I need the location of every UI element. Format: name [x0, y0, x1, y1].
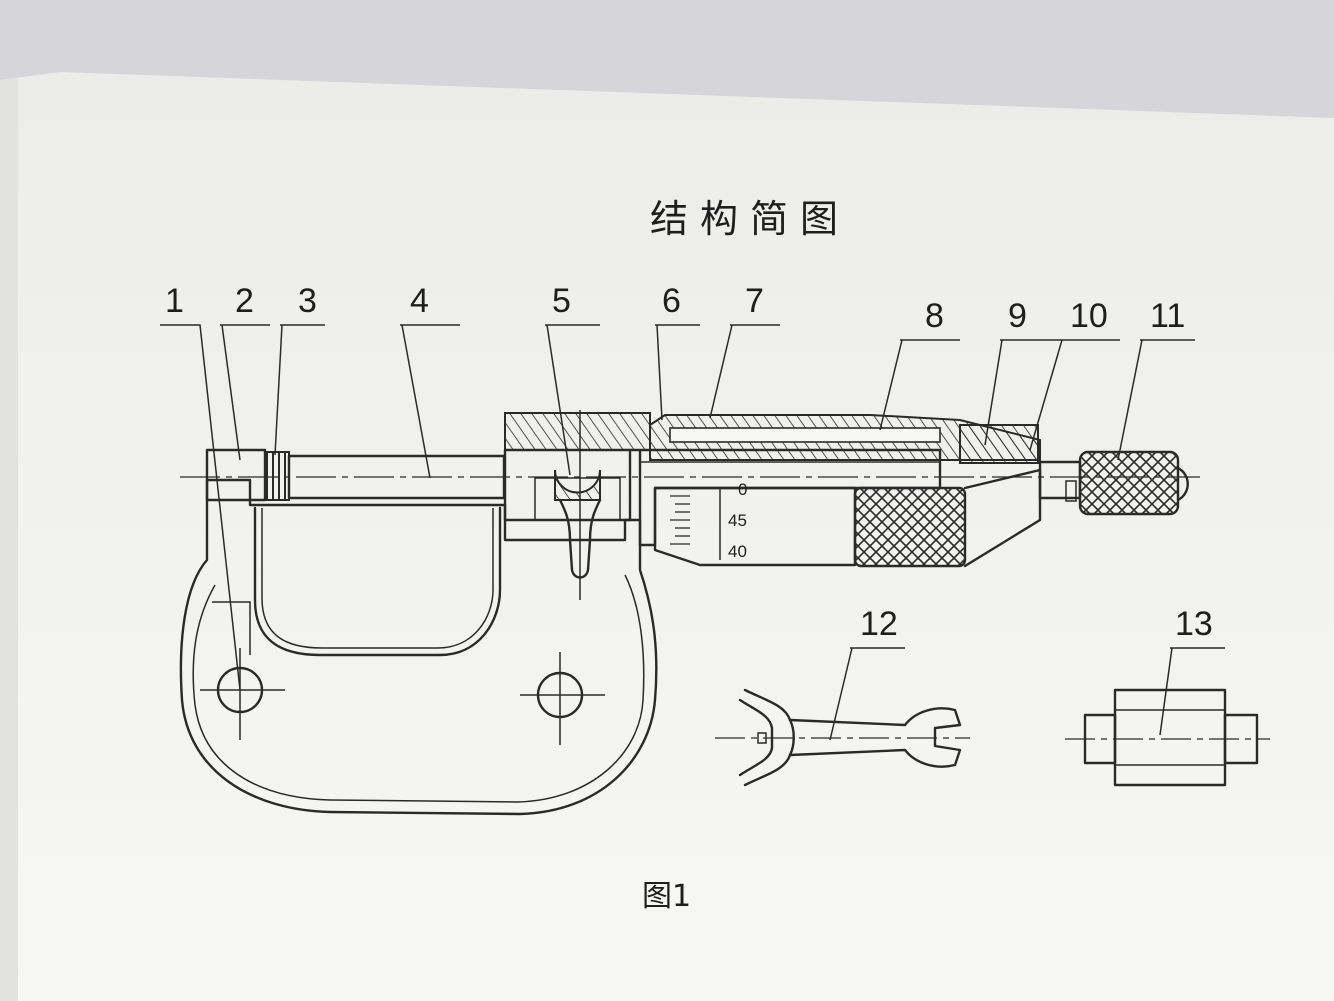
wrench [715, 688, 970, 787]
setting-rod [1065, 688, 1270, 787]
ratchet [1038, 450, 1189, 516]
paper-edge [0, 78, 18, 1001]
part-label-3: 3 [298, 282, 317, 320]
part-label-2: 2 [235, 282, 254, 320]
scale-mark-0: 0 [738, 480, 747, 499]
part-label-11: 11 [1150, 297, 1185, 335]
diagram-title: 结构简图 [650, 197, 850, 241]
part-label-8: 8 [925, 297, 944, 335]
part-label-7: 7 [745, 282, 764, 320]
scale-mark-40: 40 [728, 542, 747, 561]
part-label-1: 1 [165, 282, 184, 320]
part-labels: 1 2 3 4 5 6 7 8 9 10 11 12 13 [165, 282, 1213, 643]
frame-hole-left [200, 648, 285, 740]
part-label-13: 13 [1175, 605, 1213, 643]
part-label-6: 6 [662, 282, 681, 320]
frame-hole-right [520, 652, 605, 745]
part-label-12: 12 [860, 605, 898, 643]
scale-mark-45: 45 [728, 511, 747, 530]
spindle-thread [264, 451, 290, 501]
micrometer-frame [179, 478, 658, 816]
part-label-9: 9 [1008, 297, 1027, 335]
part-label-5: 5 [552, 282, 571, 320]
leader-lines [160, 324, 1225, 741]
part-label-10: 10 [1070, 297, 1108, 335]
thimble-knurl [853, 468, 1042, 568]
part-label-4: 4 [410, 282, 429, 320]
thimble: 0 45 40 [653, 480, 857, 567]
paper-sheet [0, 72, 1334, 1001]
figure-caption: 图1 [642, 879, 691, 914]
